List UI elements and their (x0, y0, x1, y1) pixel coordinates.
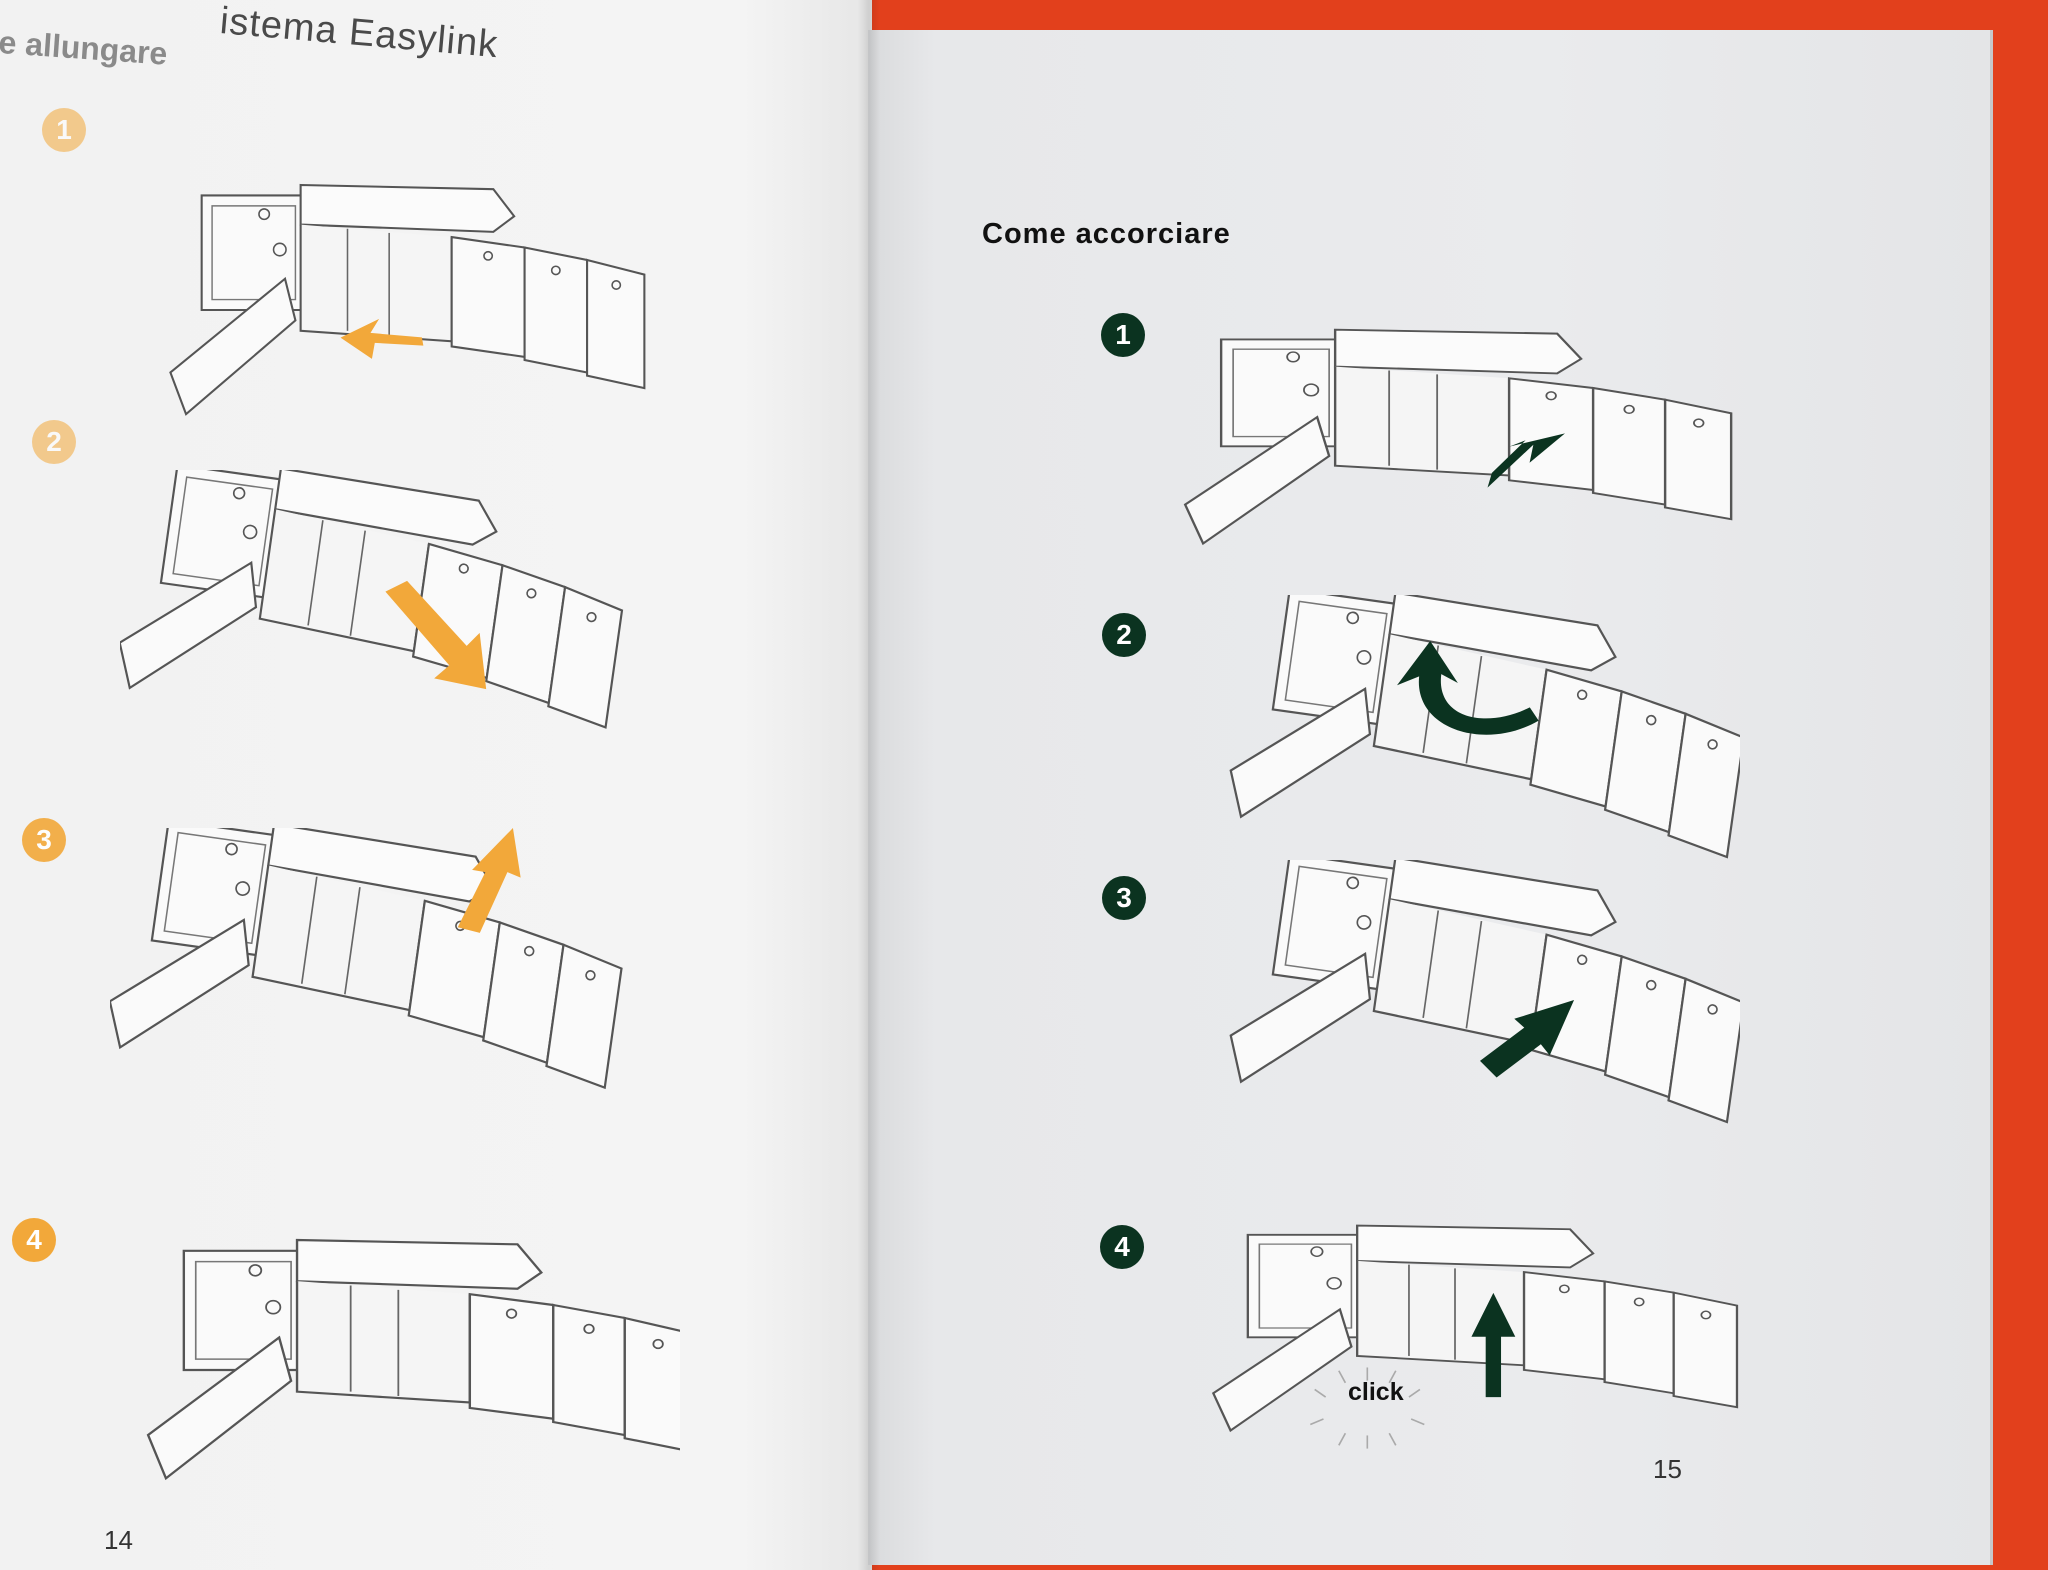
left-illustration-3 (110, 828, 636, 1117)
left-step-badge-2: 2 (32, 420, 76, 464)
right-page-heading: Come accorciare (982, 218, 1231, 250)
right-step-badge-2: 2 (1102, 613, 1146, 657)
left-illustration-4 (146, 1238, 680, 1480)
click-label: click (1348, 1378, 1404, 1406)
green-up-arrow-icon (1471, 1292, 1516, 1398)
right-step-badge-4: 4 (1100, 1225, 1144, 1269)
orange-arrow-icon (340, 318, 424, 359)
right-illustration-3 (1223, 860, 1740, 1140)
right-step-badge-1: 1 (1101, 313, 1145, 357)
green-arrow-icon (1487, 433, 1565, 488)
orange-arrow-icon (457, 828, 521, 933)
right-illustration-1 (1183, 328, 1733, 545)
left-step-badge-4: 4 (12, 1218, 56, 1262)
right-illustration-4 (1212, 1224, 1739, 1449)
green-arrow-icon (1480, 1000, 1575, 1078)
click-burst-icon (1309, 1367, 1425, 1449)
green-curved-arrow-icon (1397, 640, 1539, 735)
left-illustration-2 (120, 470, 637, 756)
left-step-badge-3: 3 (22, 818, 66, 862)
left-step-badge-1: 1 (42, 108, 86, 152)
right-page-number: 15 (1653, 1454, 1682, 1484)
page-gutter (858, 0, 880, 1570)
orange-arrow-icon (385, 580, 487, 690)
left-page-number: 14 (104, 1525, 133, 1555)
right-illustration-2 (1223, 595, 1740, 875)
left-illustration-1 (169, 183, 646, 416)
right-step-badge-3: 3 (1102, 876, 1146, 920)
